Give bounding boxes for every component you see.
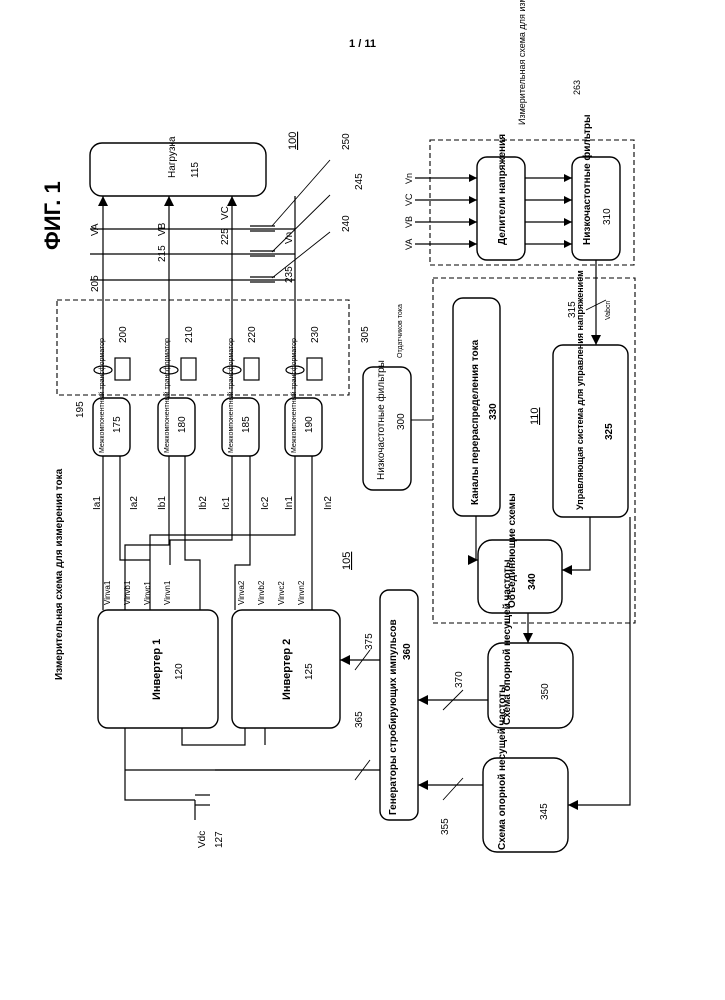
line-ref-235: 235	[284, 266, 295, 283]
inverter-2-out-a: Vinva2	[237, 580, 246, 605]
carrier-ref-1-ref: 350	[540, 683, 551, 700]
transformer-label-1: Межкомпонентный трансформатор	[98, 338, 106, 453]
inverter-2-out-c: Vinvc2	[277, 581, 286, 605]
sensor-group-label: Отдатчиков тока	[397, 304, 404, 358]
sensor-ref-230: 230	[310, 326, 321, 343]
vmeas-vb: VB	[404, 216, 414, 228]
voltage-control-block	[553, 345, 628, 517]
transformer-ref-180: 180	[177, 416, 188, 433]
line-ref-215: 215	[157, 245, 168, 262]
transformer-ref-175: 175	[112, 416, 123, 433]
carrier-ref-2-label: Схема опорной несущей частоты	[497, 684, 508, 850]
inverter-2-label: Инвертер 2	[281, 639, 293, 700]
bus-ref-375: 375	[364, 633, 375, 650]
capacitor-ref-250: 250	[341, 133, 352, 150]
line-ref-225: 225	[220, 228, 231, 245]
inverter-1-out-a: Vinva1	[103, 580, 112, 605]
transformer-ref-185: 185	[241, 416, 252, 433]
voltage-control-ref: 325	[604, 423, 615, 440]
inverter-1-out-c: Vinvc1	[143, 581, 152, 605]
current-sensors	[94, 358, 322, 380]
system-ref: 100	[287, 132, 299, 150]
dc-source-label: Vdc	[197, 831, 208, 848]
current-ib1: Ib1	[157, 496, 168, 510]
load-ref: 115	[190, 162, 201, 178]
controller-bus-ref: 315	[567, 301, 578, 318]
inverter-1-ref: 120	[174, 663, 185, 680]
phase-vc: VC	[220, 206, 231, 220]
current-meas-ref: 195	[75, 401, 86, 418]
current-in1: In1	[284, 496, 295, 510]
inverter-2-out-n: Vinvn2	[297, 580, 306, 605]
phase-va: VA	[90, 223, 101, 236]
current-ia2: Ia2	[129, 496, 140, 510]
voltage-meas-ref: 263	[572, 80, 582, 95]
sensor-ref-200: 200	[118, 326, 129, 343]
inverter-1-out-b: Vinvb1	[123, 580, 132, 605]
inverter-1-label: Инвертер 1	[151, 639, 163, 700]
phase-vn: Vn	[284, 232, 295, 244]
line-ref-205: 205	[90, 275, 101, 292]
load-label: Нагрузка	[167, 136, 178, 178]
vmeas-vn: Vn	[404, 173, 414, 184]
transformers	[93, 398, 322, 456]
lowpass-current-label: Низкочастотные фильтры	[375, 360, 387, 480]
vmeas-vc: VC	[404, 193, 414, 206]
current-ic1: Ic1	[221, 496, 232, 510]
dc-source-ref: 127	[214, 831, 225, 848]
inverter-2-out-b: Vinvb2	[257, 580, 266, 605]
lowpass-voltage-label: Низкочастотные фильтры	[581, 114, 593, 245]
sensor-group-ref: 305	[360, 326, 371, 343]
gate-generator-label: Генераторы стробирующих импульсов	[387, 619, 399, 815]
combining-ref: 340	[527, 573, 538, 590]
current-in2: In2	[323, 496, 334, 510]
controller-ref: 110	[529, 407, 541, 425]
current-ib2: Ib2	[198, 496, 209, 510]
capacitor-ref-240: 240	[341, 215, 352, 232]
gate-generator-block	[380, 590, 418, 820]
power-stage-ref: 105	[341, 552, 353, 570]
sensor-ref-210: 210	[184, 326, 195, 343]
bus-ref-355: 355	[440, 818, 451, 835]
current-meas-label: Измерительная схема для измерения тока	[54, 468, 65, 680]
transformer-ref-190: 190	[304, 416, 315, 433]
transformer-label-4: Межкомпонентный трансформатор	[290, 338, 298, 453]
vmeas-va: VA	[404, 239, 414, 250]
voltage-meas-label: Измерительная схема для измерения напряж…	[517, 0, 527, 125]
redistribution-label: Каналы перераспределения тока	[470, 339, 481, 505]
transformer-label-3: Межкомпонентный трансформатор	[227, 338, 235, 453]
phase-vb: VB	[157, 222, 168, 236]
dc-wires	[125, 728, 360, 820]
voltage-meas-label-text: Измерительная схема для измерения напряж…	[517, 0, 527, 125]
redistribution-ref: 330	[488, 403, 499, 420]
carrier-ref-2-ref: 345	[539, 803, 550, 820]
phase-lines	[90, 196, 295, 345]
carrier-ref-2-block	[483, 758, 568, 852]
transformer-wires	[103, 345, 295, 398]
transformer-label-2: Межкомпонентный трансформатор	[163, 338, 171, 453]
bus-ref-365: 365	[354, 711, 365, 728]
lowpass-current-ref: 300	[396, 413, 407, 430]
lowpass-voltage-ref: 310	[602, 208, 613, 225]
vabcn-label: Vabcn	[605, 301, 612, 320]
combining-block	[478, 540, 562, 613]
sensor-ref-220: 220	[247, 326, 258, 343]
voltage-dividers-label: Делители напряжения	[497, 134, 508, 245]
inverter-2-ref: 125	[304, 663, 315, 680]
bus-ref-370: 370	[454, 671, 465, 688]
figure-title: ФИГ. 1	[40, 181, 65, 250]
current-ic2: Ic2	[260, 496, 271, 510]
load-block	[90, 143, 266, 196]
capacitor-ref-245: 245	[354, 173, 365, 190]
current-ia1: Ia1	[92, 496, 103, 510]
inverter-1-out-n: Vinvn1	[163, 580, 172, 605]
gate-generator-ref: 360	[402, 643, 413, 660]
